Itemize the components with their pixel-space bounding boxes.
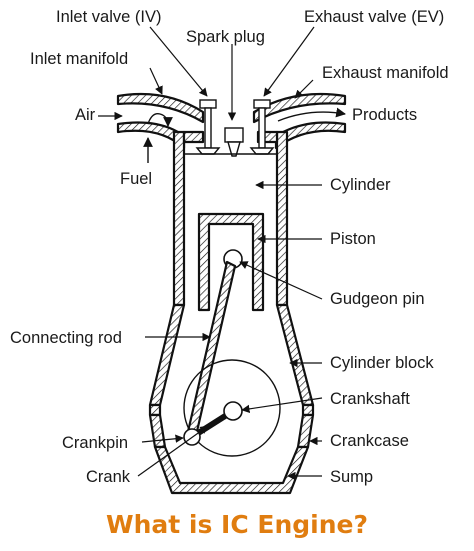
label-spark-plug: Spark plug	[186, 28, 265, 46]
crankshaft-center	[223, 401, 243, 421]
label-connecting-rod: Connecting rod	[10, 329, 122, 347]
exhaust-valve	[249, 99, 275, 155]
label-air: Air	[75, 106, 96, 124]
sump	[153, 445, 310, 495]
label-crank: Crank	[86, 468, 131, 486]
label-cylinder-block: Cylinder block	[330, 354, 434, 372]
label-exhaust-manifold: Exhaust manifold	[322, 64, 449, 82]
leader-lines	[98, 26, 323, 481]
label-inlet-manifold: Inlet manifold	[30, 50, 128, 68]
label-crankcase: Crankcase	[330, 432, 409, 450]
piston	[197, 212, 265, 312]
exhaust-manifold-shape	[252, 92, 347, 150]
label-gudgeon-pin: Gudgeon pin	[330, 290, 425, 308]
label-piston: Piston	[330, 230, 376, 248]
label-exhaust-valve: Exhaust valve (EV)	[304, 8, 444, 26]
products-flow-arrow	[277, 107, 346, 122]
label-fuel: Fuel	[120, 170, 152, 188]
label-cylinder: Cylinder	[330, 176, 391, 194]
label-products: Products	[352, 106, 417, 124]
page-title: What is IC Engine?	[106, 510, 368, 539]
inlet-valve	[195, 99, 221, 155]
air-flow-arrow	[147, 113, 173, 127]
spark-plug	[224, 127, 244, 157]
label-inlet-valve: Inlet valve (IV)	[56, 8, 161, 26]
cylinder-walls	[148, 130, 315, 407]
crankcase	[148, 403, 315, 449]
label-crankpin: Crankpin	[62, 434, 128, 452]
label-sump: Sump	[330, 468, 373, 486]
label-crankshaft: Crankshaft	[330, 390, 410, 408]
crank-circle	[183, 359, 281, 457]
